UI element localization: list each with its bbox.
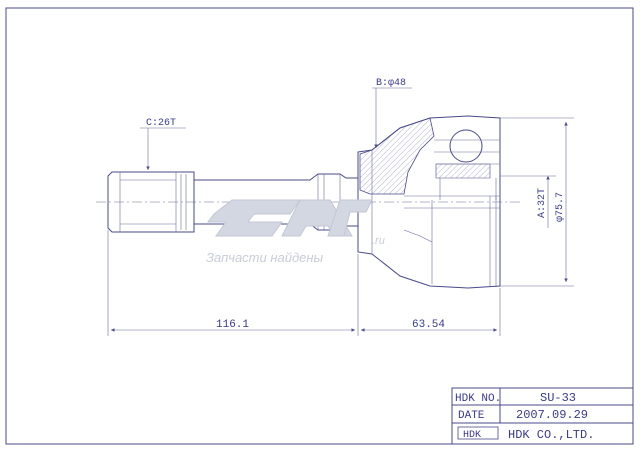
outer-diameter-callout: B:φ48	[372, 78, 412, 148]
watermark-logo	[207, 199, 373, 237]
shaft-length-label: 116.1	[216, 319, 249, 331]
date-label: DATE	[458, 410, 485, 422]
title-block: HDK NO. SU-33 DATE 2007.09.29 HDK HDK CO…	[451, 387, 634, 445]
hdk-logo-box	[457, 426, 499, 440]
drawing-frame	[5, 7, 634, 445]
hdk-no-value: SU-33	[540, 391, 576, 405]
bell-diameter-dimension: φ75.7	[500, 117, 574, 287]
company-name: HDK CO.,LTD.	[508, 428, 594, 442]
abs-ring-label: A:32T	[537, 188, 548, 218]
outer-bell	[357, 115, 501, 289]
date-value: 2007.09.29	[516, 408, 588, 422]
ball	[449, 129, 483, 163]
watermark-domain: .ru	[372, 235, 385, 247]
hdk-logo: HDK	[463, 430, 481, 441]
spline-count-callout: C:26T	[140, 118, 186, 170]
bell-diameter-label: φ75.7	[555, 192, 566, 222]
abs-ring-dimension: A:32T	[500, 175, 556, 228]
hdk-no-label: HDK NO.	[455, 393, 501, 405]
bell-length-label: 63.54	[412, 319, 445, 331]
length-dimensions: 116.1 63.54	[107, 230, 501, 336]
outer-diameter-label: B:φ48	[376, 78, 406, 89]
watermark-caption: Запчасти найдены	[206, 250, 324, 265]
watermark: .ru Запчасти найдены	[206, 199, 385, 265]
spline-count-label: C:26T	[146, 118, 176, 129]
